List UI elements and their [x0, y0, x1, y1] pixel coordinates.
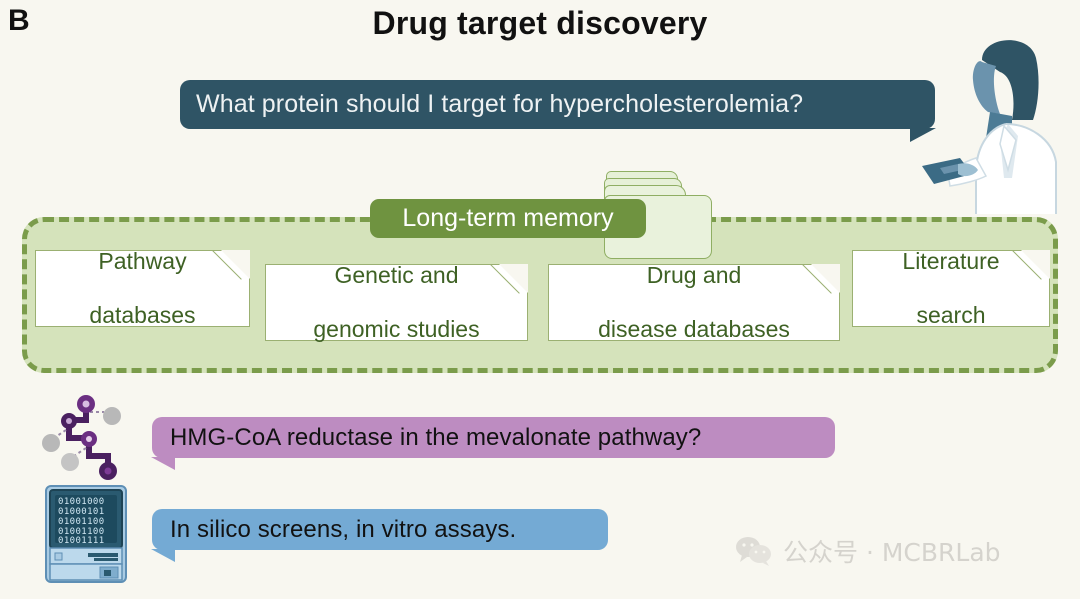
memory-card-label: Drug and disease databases — [598, 262, 790, 343]
memory-card-drug-disease-databases: Drug and disease databases — [548, 262, 840, 343]
molecule-network-icon — [42, 392, 142, 484]
retro-computer-icon: 01001000 01000101 01001100 01001100 0100… — [44, 484, 128, 584]
memory-card-line2: genomic studies — [313, 316, 480, 343]
page-fold-icon — [499, 264, 528, 293]
memory-card-line2: disease databases — [598, 316, 790, 343]
memory-card-label: Genetic and genomic studies — [313, 262, 479, 343]
svg-text:01001000: 01001000 — [58, 497, 105, 507]
bubble-tail-icon — [151, 549, 175, 562]
svg-text:01001100: 01001100 — [58, 527, 105, 537]
agent-answer-text: HMG-CoA reductase in the mevalonate path… — [170, 423, 702, 451]
watermark-text: 公众号 · MCBRLab — [783, 538, 1001, 567]
memory-card-genetic-genomic-studies: Genetic and genomic studies — [265, 262, 528, 343]
svg-text:01001111: 01001111 — [58, 536, 105, 546]
watermark: 公众号 · MCBRLab — [735, 533, 1001, 569]
wechat-icon — [736, 537, 771, 566]
memory-card-line1: Pathway — [98, 247, 187, 274]
scientist-illustration — [920, 28, 1080, 223]
page-fold-icon — [811, 264, 840, 293]
memory-card-pathway-databases: Pathway databases — [35, 248, 250, 329]
memory-card-label: Pathway databases — [89, 248, 195, 329]
bubble-tail-icon — [910, 128, 936, 142]
user-question-bubble: What protein should I target for hyperch… — [180, 80, 936, 142]
long-term-memory-label-text: Long-term memory — [402, 204, 614, 232]
bubble-tail-icon — [151, 457, 175, 470]
memory-card-label: Literature search — [902, 248, 999, 329]
svg-text:01001100: 01001100 — [58, 517, 105, 527]
agent-method-bubble: In silico screens, in vitro assays. — [151, 509, 608, 562]
panel-letter: B — [8, 4, 30, 37]
page-title: Drug target discovery — [372, 5, 708, 41]
agent-answer-bubble: HMG-CoA reductase in the mevalonate path… — [151, 417, 835, 470]
memory-card-line2: search — [916, 302, 986, 329]
page-fold-icon — [1021, 250, 1050, 279]
memory-card-literature-search: Literature search — [852, 248, 1050, 329]
page-fold-icon — [221, 250, 250, 279]
svg-text:01000101: 01000101 — [58, 507, 105, 517]
agent-method-text: In silico screens, in vitro assays. — [170, 515, 517, 543]
memory-card-line1: Drug and — [646, 261, 742, 288]
memory-card-line1: Genetic and — [334, 261, 459, 288]
long-term-memory-label: Long-term memory — [370, 199, 646, 238]
memory-card-line2: databases — [89, 302, 196, 329]
memory-card-line1: Literature — [902, 247, 1000, 274]
user-question-text: What protein should I target for hyperch… — [196, 90, 804, 118]
